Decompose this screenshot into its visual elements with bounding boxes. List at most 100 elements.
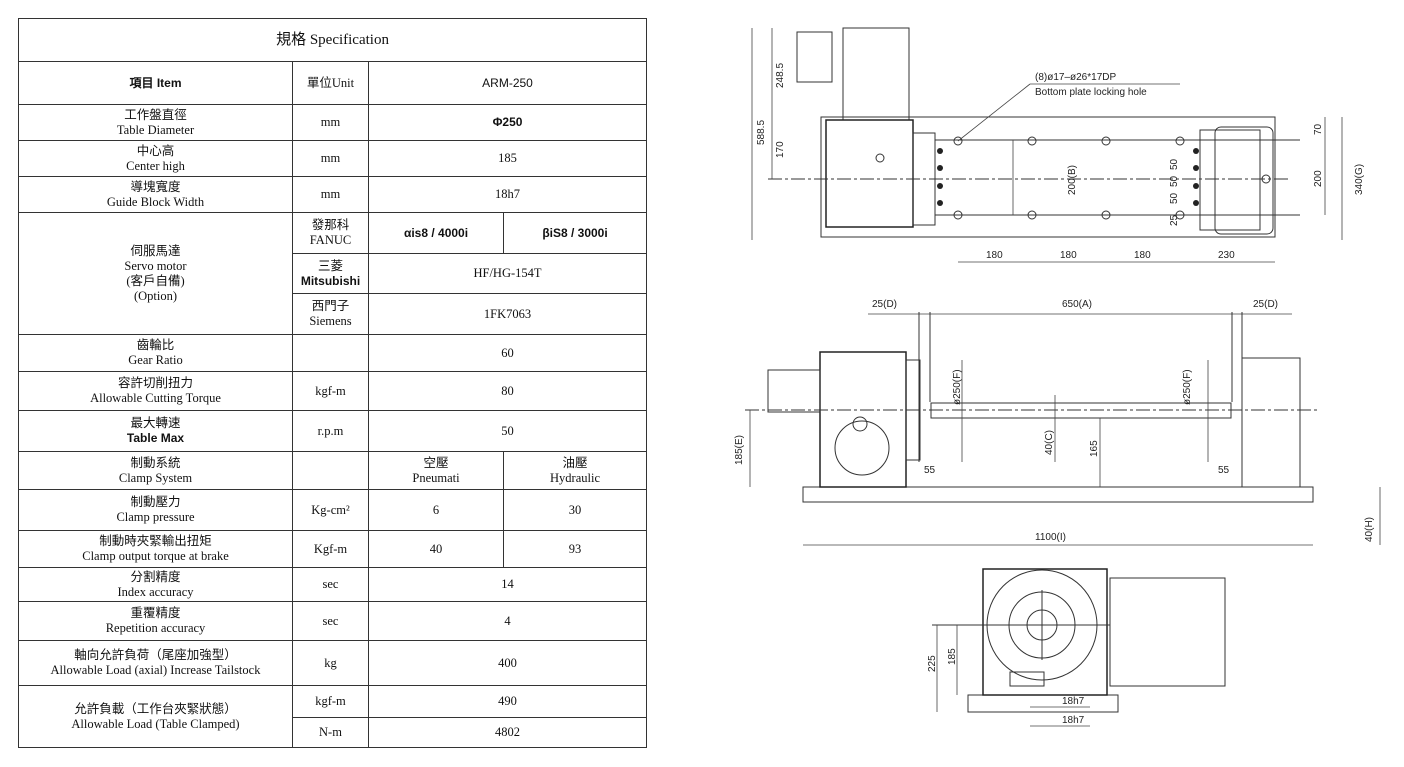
dim-55-left: 55 (924, 465, 936, 476)
dim-55-right: 55 (1218, 465, 1230, 476)
brand-cn: 西門子 (311, 299, 350, 313)
top-view-drawing: (8)ø17–ø26*17DP Bottom plate locking hol… (751, 27, 1365, 263)
brand-en: Siemens (309, 314, 352, 328)
front-view-drawing: 225 185 18h7 18h7 (927, 568, 1226, 727)
dim-40c: 40(C) (1044, 430, 1055, 455)
dim-70: 70 (1313, 123, 1324, 135)
unit: Kgf-m (292, 530, 369, 568)
dim-250f-left: ø250(F) (952, 369, 963, 405)
item-cn: 最大轉速 (130, 416, 181, 430)
value-1-en: Pneumati (412, 470, 460, 485)
dim-650a: 650(A) (1062, 299, 1092, 310)
dim-185e: 185(E) (734, 435, 745, 465)
item-en: Clamp output torque at brake (82, 549, 229, 563)
unit: kgf-m (292, 371, 369, 411)
dim-18h7-a: 18h7 (1062, 696, 1085, 707)
value: 1FK7063 (367, 293, 648, 335)
item-en: Servo motor (124, 258, 187, 273)
dim-180-3: 180 (1134, 250, 1151, 261)
dim-200: 200 (1313, 170, 1324, 187)
dim-248-5: 248.5 (775, 63, 786, 88)
dim-pitch-50a: 50 (1169, 158, 1180, 170)
table-row: N-m 4802 (19, 717, 648, 748)
value-1: αis8 / 4000i (368, 212, 504, 254)
dim-165: 165 (1089, 440, 1100, 457)
item-cn: 允許負載（工作台夾緊狀態） (74, 701, 237, 716)
item-en: Repetition accuracy (105, 621, 206, 635)
header-row: 項目 Item 單位Unit ARM-250 (18, 61, 648, 105)
value: 185 (367, 140, 648, 177)
item-note-cn: (客戶自備) (126, 273, 185, 288)
unit: r.p.m (292, 410, 369, 452)
item-cn: 分割精度 (130, 569, 181, 584)
unit (292, 451, 369, 490)
hole-desc-label: Bottom plate locking hole (1035, 87, 1147, 98)
dim-588-5: 588.5 (756, 120, 767, 145)
unit: sec (292, 601, 369, 641)
value: 490 (367, 685, 648, 718)
item-en: Table Diameter (116, 122, 195, 137)
value: 400 (367, 640, 648, 686)
item-note-en: (Option) (133, 288, 178, 303)
item-cn: 中心高 (136, 143, 175, 158)
value-2: 93 (502, 530, 648, 568)
item-cn: 伺服馬達 (130, 243, 181, 258)
item-en: Gear Ratio (128, 353, 183, 367)
value: 4802 (367, 717, 648, 748)
hole-spec-label: (8)ø17–ø26*17DP (1035, 72, 1116, 83)
header-model: ARM-250 (367, 61, 648, 105)
item-cn: 制動系統 (130, 455, 181, 470)
item-en: Index accuracy (117, 584, 194, 599)
item-cn: 齒輪比 (136, 338, 175, 352)
value-1: 6 (368, 489, 504, 531)
brand-cn: 三菱 (317, 258, 343, 273)
dim-225: 225 (927, 655, 938, 672)
item-en: Guide Block Width (106, 194, 205, 209)
dim-1100i: 1100(I) (1035, 532, 1066, 543)
brand-cn: 發那科 (311, 218, 350, 232)
value-2: 30 (502, 489, 648, 531)
dim-40h: 40(H) (1364, 517, 1375, 542)
item-cn: 導塊寬度 (130, 179, 181, 194)
dim-170: 170 (775, 141, 786, 158)
item-cn: 制動時夾緊輸出扭矩 (99, 534, 212, 548)
dim-230: 230 (1218, 250, 1235, 261)
dim-200b: 200(B) (1067, 165, 1078, 195)
item-cn: 重覆精度 (130, 606, 181, 620)
dim-25d-right: 25(D) (1253, 299, 1278, 310)
value: 18h7 (367, 176, 648, 213)
item-en: Allowable Cutting Torque (90, 391, 221, 405)
brand-en: Mitsubishi (300, 273, 361, 288)
dim-180-2: 180 (1060, 250, 1077, 261)
value-2-cn: 油壓 (562, 455, 588, 470)
brand-en: FANUC (309, 233, 352, 247)
dim-185: 185 (947, 648, 958, 665)
item-en: Clamp System (118, 470, 193, 485)
table-row: 允許負載（工作台夾緊狀態）Allowable Load (Table Clamp… (18, 685, 648, 748)
dim-pitch-50c: 50 (1169, 192, 1180, 204)
item-en: Center high (126, 158, 185, 173)
dim-250f-right: ø250(F) (1182, 369, 1193, 405)
dim-340g: 340(G) (1354, 164, 1365, 195)
unit: N-m (292, 717, 369, 748)
item-cn: 容許切削扭力 (117, 376, 193, 390)
value: 14 (367, 567, 648, 602)
dim-pitch-25: 25 (1169, 214, 1180, 226)
item-cn: 制動壓力 (130, 495, 181, 509)
value: Φ250 (367, 104, 648, 141)
item-en: Table Max (126, 431, 185, 445)
value: 4 (367, 601, 648, 641)
specification-table: 規格 Specification 項目 Item 單位Unit ARM-250 … (17, 18, 648, 748)
item-en: Allowable Load (Table Clamped) (71, 716, 240, 731)
